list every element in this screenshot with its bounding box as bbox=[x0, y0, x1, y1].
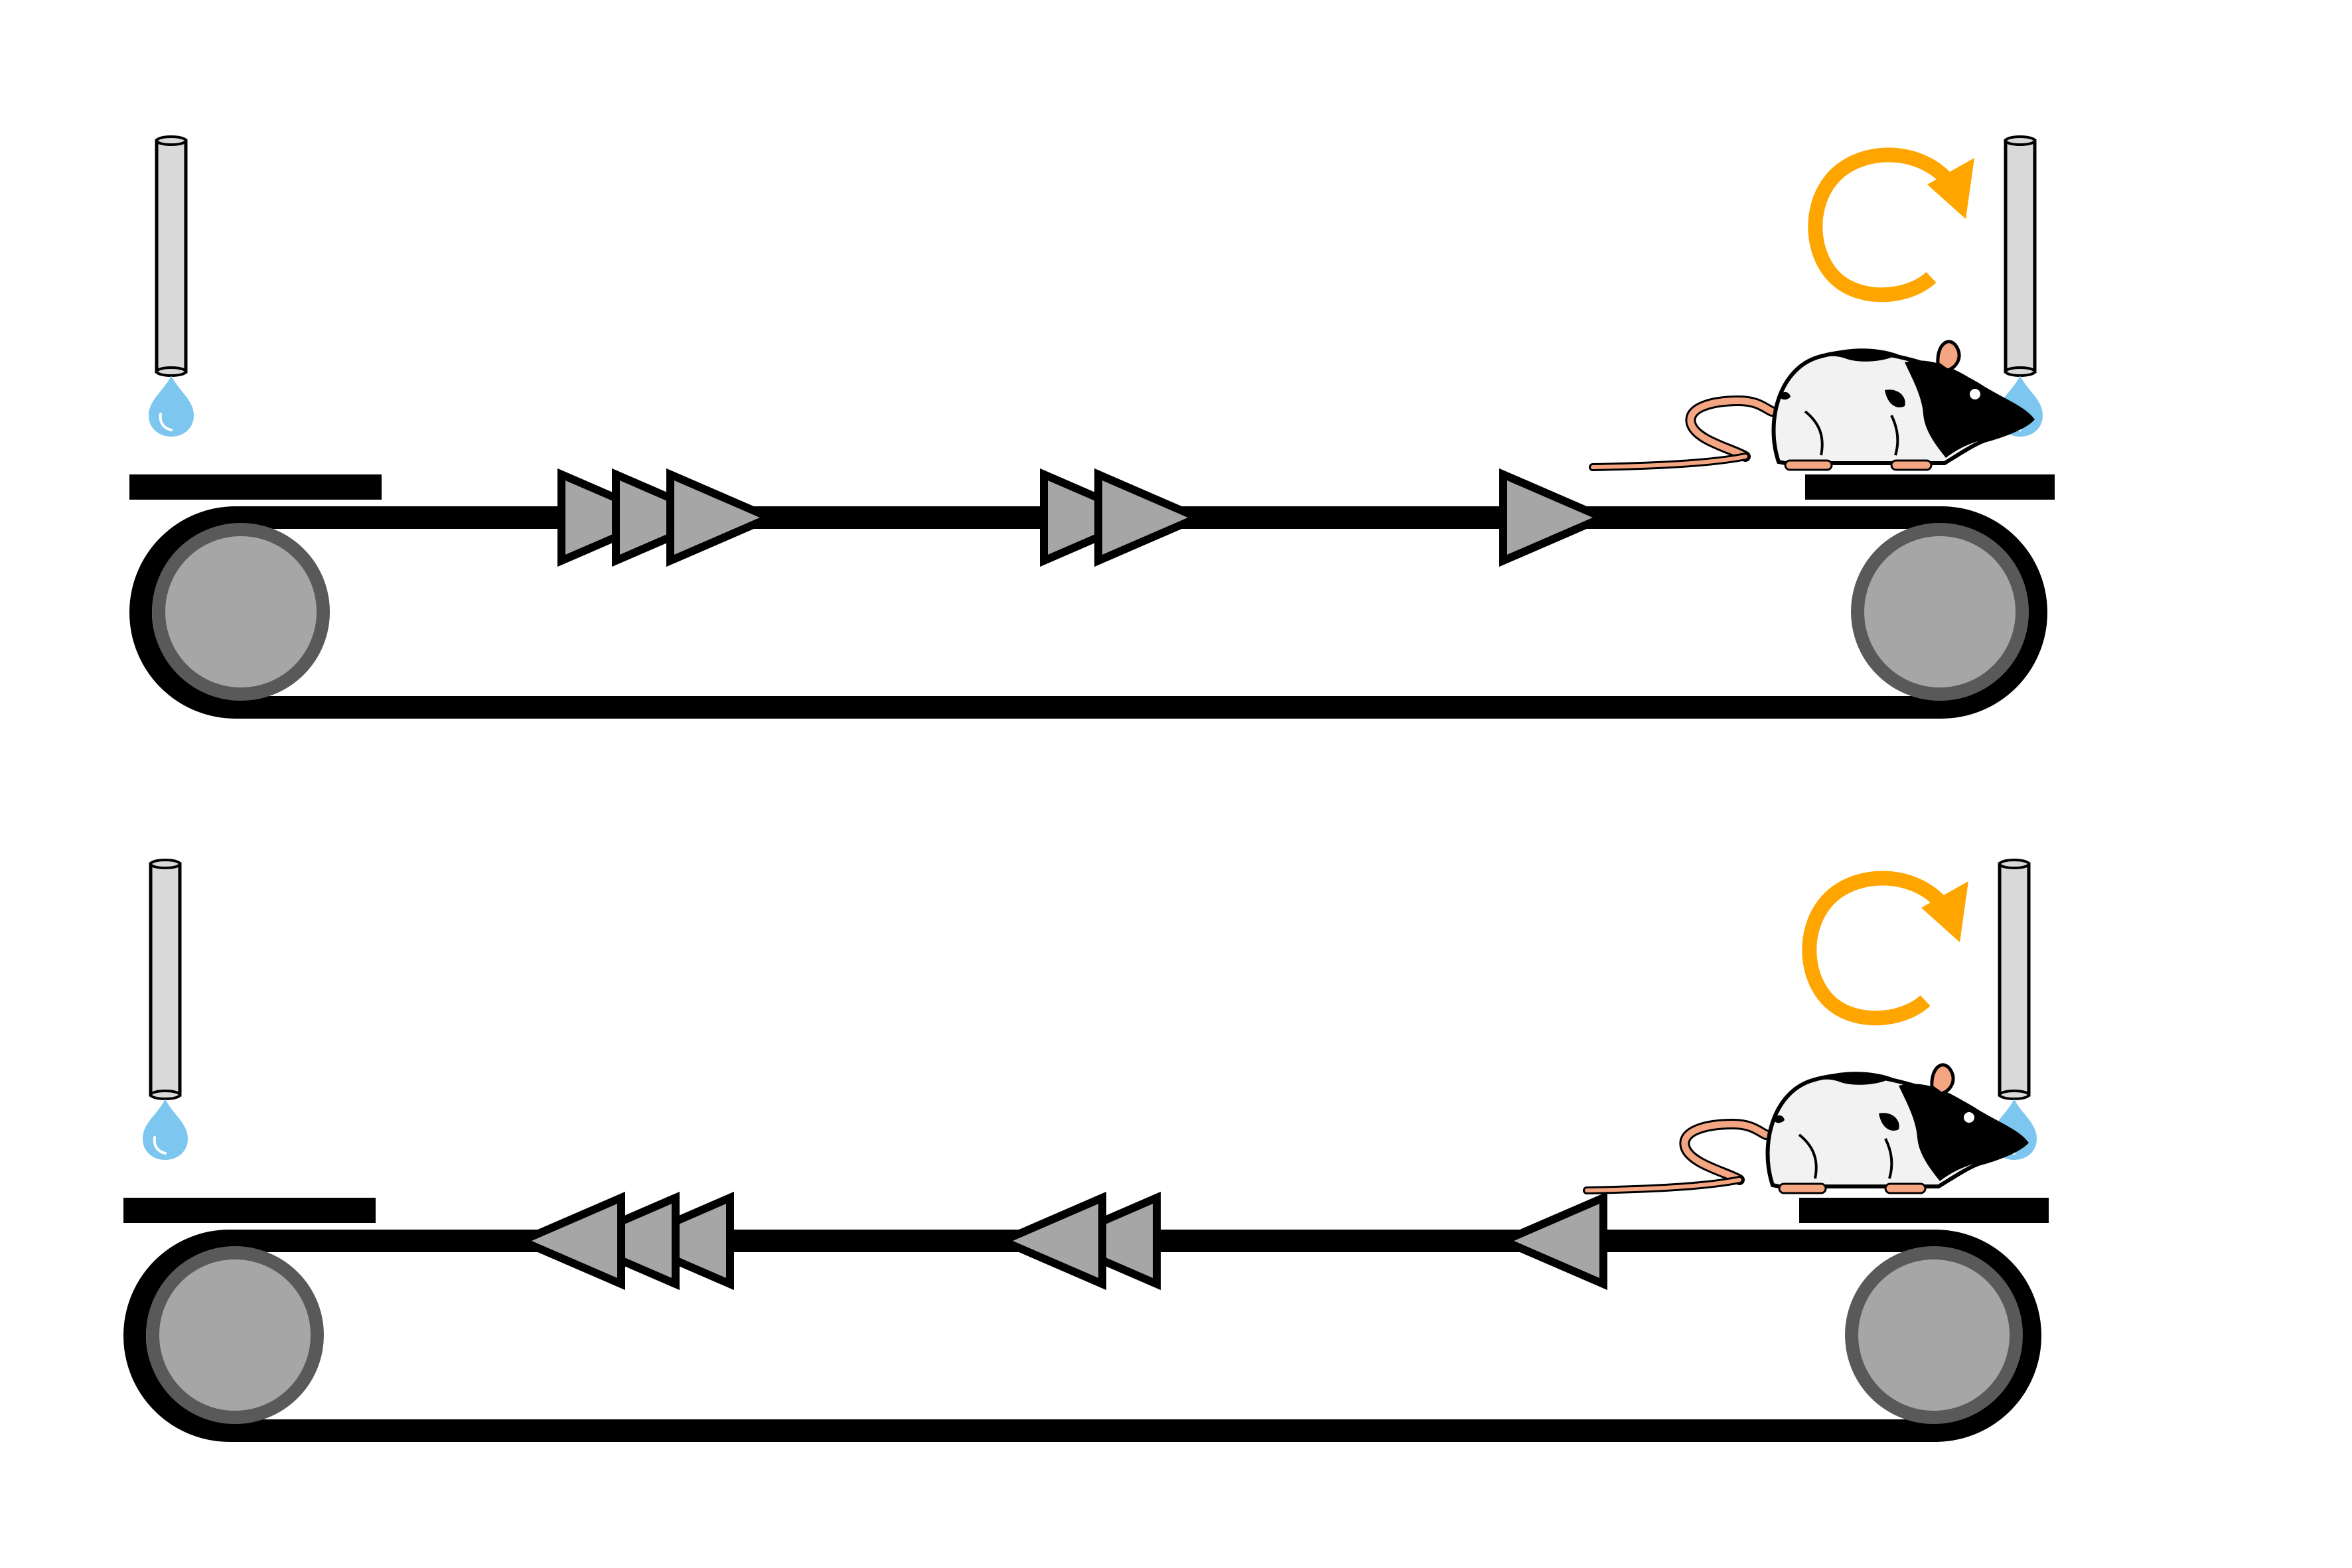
rat-icon bbox=[1587, 1065, 2026, 1193]
belt-direction-chevron bbox=[1094, 468, 1209, 567]
roller-right bbox=[1851, 523, 2029, 701]
belt-direction-chevron bbox=[1499, 468, 1613, 567]
treadmill-panel-bottom bbox=[123, 860, 2049, 1442]
belt-direction-chevron bbox=[557, 468, 672, 567]
clockwise-turn-arrow-icon bbox=[1809, 879, 1968, 1019]
water-drop-left bbox=[147, 374, 195, 438]
roller-left bbox=[152, 523, 330, 701]
chevron-groups bbox=[511, 1191, 1607, 1291]
chevron-groups bbox=[557, 468, 1613, 567]
water-tube-right bbox=[2000, 860, 2029, 1099]
roller-left bbox=[146, 1246, 324, 1424]
platform-right bbox=[1799, 1198, 2049, 1223]
water-drop-left bbox=[141, 1098, 189, 1161]
treadmill-panel-top bbox=[129, 137, 2055, 719]
platform-right bbox=[1805, 474, 2055, 500]
belt-direction-chevron bbox=[511, 1191, 625, 1291]
belt-direction-chevron bbox=[992, 1191, 1106, 1291]
water-tube-left bbox=[151, 860, 180, 1099]
clockwise-turn-arrow-icon bbox=[1815, 155, 1974, 295]
conveyor-belt bbox=[129, 506, 2047, 719]
water-tube-right bbox=[2006, 137, 2035, 376]
belt-direction-chevron bbox=[1047, 1191, 1161, 1291]
water-tube-left bbox=[157, 137, 186, 376]
conveyor-belt bbox=[123, 1230, 2041, 1442]
belt-direction-chevron bbox=[1493, 1191, 1607, 1291]
belt-direction-chevron bbox=[666, 468, 780, 567]
belt-direction-chevron bbox=[620, 1191, 734, 1291]
belt-direction-chevron bbox=[565, 1191, 680, 1291]
platform-left bbox=[129, 474, 382, 500]
belt-direction-chevron bbox=[612, 468, 726, 567]
rat-icon bbox=[1593, 342, 2032, 470]
belt-direction-chevron bbox=[1040, 468, 1154, 567]
roller-right bbox=[1845, 1246, 2023, 1424]
platform-left bbox=[123, 1198, 376, 1223]
